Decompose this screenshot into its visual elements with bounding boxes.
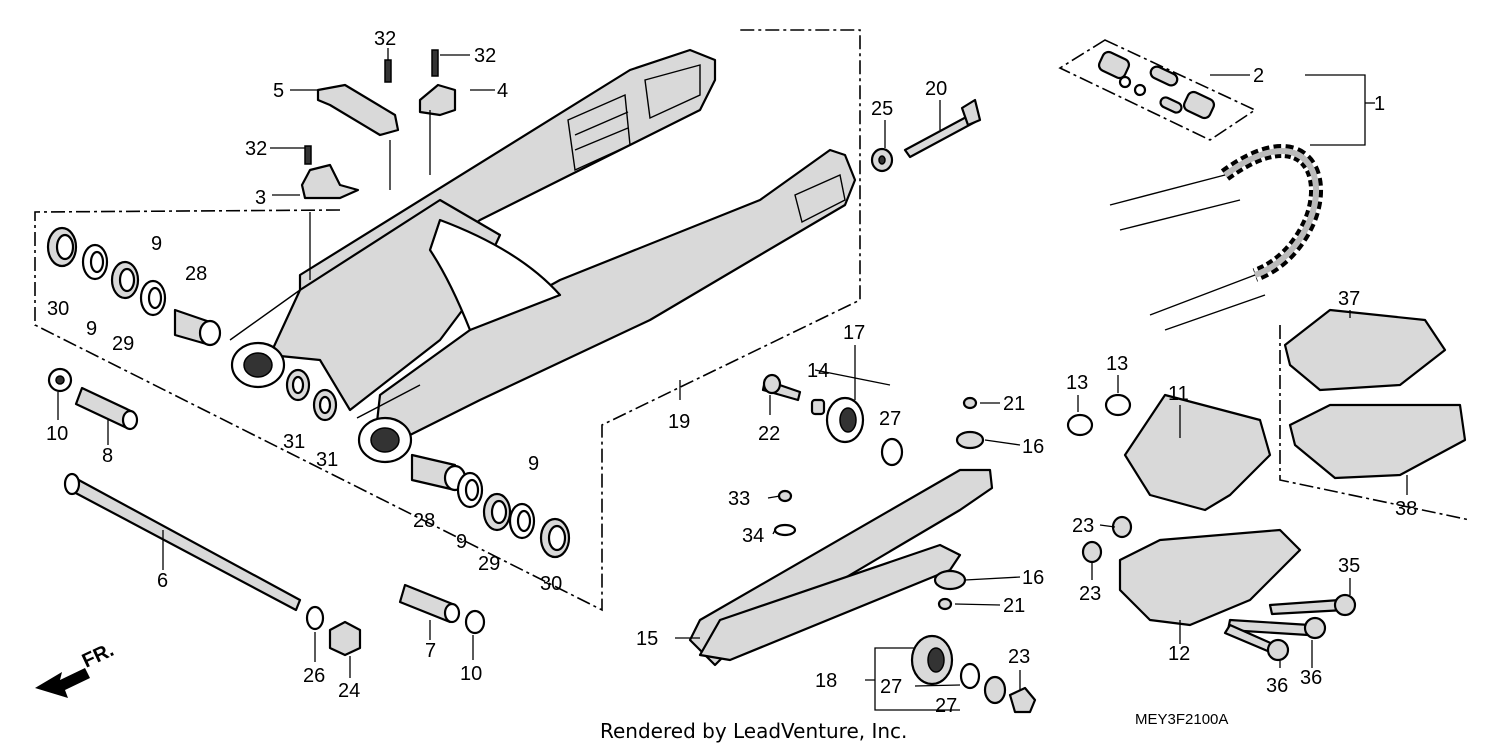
callout-33: 33	[728, 488, 750, 510]
callout-32: 32	[245, 138, 267, 160]
callout-labels: 1 2 3 4 5 6 7 8 9 9 9 9 10 10 11 12 13 1…	[46, 28, 1417, 717]
callout-34: 34	[742, 525, 764, 547]
group-outlines	[34, 29, 1471, 612]
callout-6: 6	[157, 570, 168, 592]
callout-21: 21	[1003, 393, 1025, 415]
callout-9: 9	[151, 233, 162, 255]
left-bearing-parts[interactable]	[46, 226, 338, 612]
callout-4: 4	[497, 80, 508, 102]
diagram-code: MEY3F2100A	[1135, 711, 1228, 728]
callout-36: 36	[1300, 667, 1322, 689]
callout-23: 23	[1072, 515, 1094, 537]
callout-30: 30	[540, 573, 562, 595]
callout-37: 37	[1338, 288, 1360, 310]
callout-27: 27	[880, 676, 902, 698]
callout-27: 27	[935, 695, 957, 717]
front-direction-arrow: FR.	[35, 639, 117, 698]
callout-20: 20	[925, 78, 947, 100]
callout-1: 1	[1374, 93, 1385, 115]
callout-27: 27	[879, 408, 901, 430]
callout-28: 28	[413, 510, 435, 532]
drive-chain[interactable]	[1109, 144, 1324, 331]
callout-29: 29	[112, 333, 134, 355]
callout-12: 12	[1168, 643, 1190, 665]
callout-36: 36	[1266, 675, 1288, 697]
callout-2: 2	[1253, 65, 1264, 87]
swingarm[interactable]	[229, 48, 857, 464]
callout-18: 18	[815, 670, 837, 692]
callout-10: 10	[46, 423, 68, 445]
leader-lines	[57, 48, 1408, 711]
callout-25: 25	[871, 98, 893, 120]
callout-32: 32	[474, 45, 496, 67]
callout-9: 9	[456, 531, 467, 553]
callout-23: 23	[1079, 583, 1101, 605]
callout-19: 19	[668, 411, 690, 433]
callout-28: 28	[185, 263, 207, 285]
callout-9: 9	[528, 453, 539, 475]
callout-23: 23	[1008, 646, 1030, 668]
callout-35: 35	[1338, 555, 1360, 577]
callout-17: 17	[843, 322, 865, 344]
chain-guide-assembly[interactable]	[1066, 308, 1467, 662]
right-bearing-parts[interactable]	[305, 453, 571, 657]
callout-38: 38	[1395, 498, 1417, 520]
callout-31: 31	[283, 431, 305, 453]
callout-5: 5	[273, 80, 284, 102]
callout-22: 22	[758, 423, 780, 445]
callout-32: 32	[374, 28, 396, 50]
callout-26: 26	[303, 665, 325, 687]
callout-29: 29	[478, 553, 500, 575]
master-link-set[interactable]	[1097, 50, 1216, 120]
callout-16: 16	[1022, 567, 1044, 589]
callout-15: 15	[636, 628, 658, 650]
callout-3: 3	[255, 187, 266, 209]
callout-8: 8	[102, 445, 113, 467]
callout-21: 21	[1003, 595, 1025, 617]
callout-10: 10	[460, 663, 482, 685]
callout-13: 13	[1066, 372, 1088, 394]
direction-label: FR.	[79, 639, 117, 673]
callout-16: 16	[1022, 436, 1044, 458]
callout-24: 24	[338, 680, 360, 702]
callout-14: 14	[807, 360, 829, 382]
callout-9: 9	[86, 318, 97, 340]
top-hardware[interactable]	[300, 49, 982, 200]
callout-11: 11	[1168, 383, 1189, 405]
callout-31: 31	[316, 449, 338, 471]
callout-30: 30	[47, 298, 69, 320]
callout-13: 13	[1106, 353, 1128, 375]
callout-7: 7	[425, 640, 436, 662]
footer-credit: Rendered by LeadVenture, Inc.	[600, 719, 907, 743]
chain-slider-and-roller[interactable]	[688, 373, 1037, 714]
